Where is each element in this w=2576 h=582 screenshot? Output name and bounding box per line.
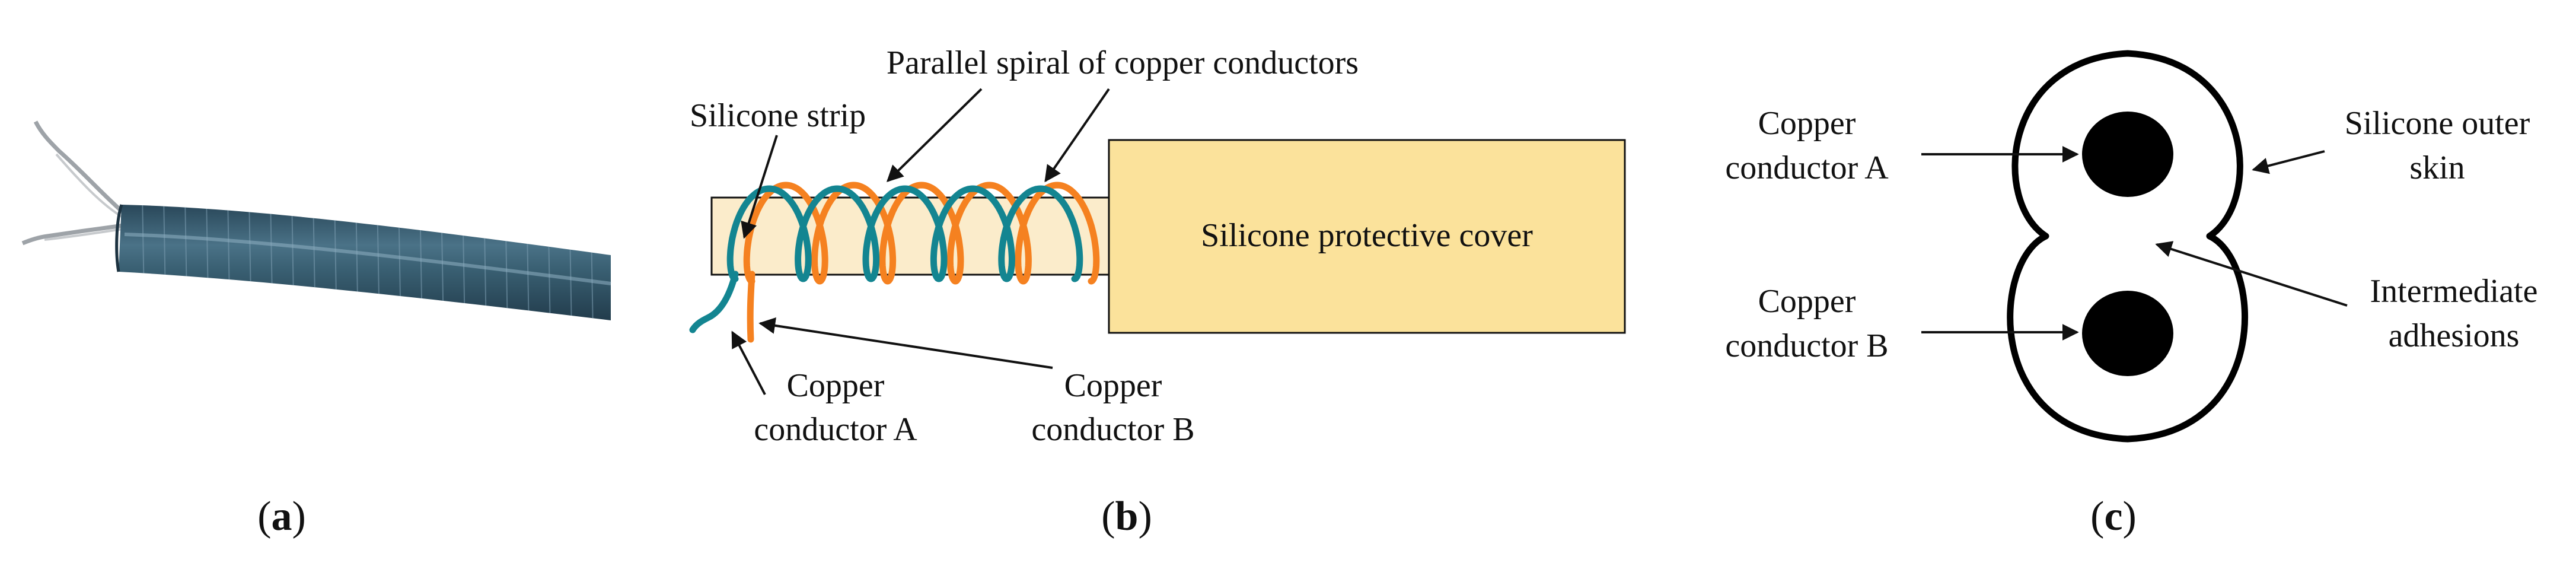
cable-highlight bbox=[124, 233, 611, 285]
label-silicone-outer-skin-line2: skin bbox=[2409, 150, 2465, 186]
label-b-conductor-b-line2: conductor B bbox=[1031, 411, 1194, 448]
wire-strand-lower bbox=[21, 223, 124, 246]
caption-a: (a) bbox=[257, 494, 306, 539]
arrow-spiral-2 bbox=[1044, 88, 1110, 183]
conductor-b-spiral-path bbox=[743, 182, 1100, 285]
cable-end-cap bbox=[115, 204, 123, 272]
panel-c: Copper conductor A Copper conductor B Si… bbox=[1725, 50, 2538, 539]
label-protective-cover: Silicone protective cover bbox=[1201, 217, 1533, 254]
label-b-conductor-a-line1: Copper bbox=[787, 367, 885, 404]
caption-b: (b) bbox=[1101, 494, 1152, 539]
label-intermediate-adhesions-line1: Intermediate bbox=[2370, 273, 2538, 310]
label-b-conductor-a-line2: conductor A bbox=[754, 411, 917, 448]
arrow-b-conductor-b bbox=[758, 317, 1053, 369]
label-b-conductor-b-line1: Copper bbox=[1064, 367, 1162, 404]
copper-conductor-a-dot bbox=[2082, 112, 2173, 197]
conductor-a-spiral-path bbox=[726, 185, 1083, 282]
copper-conductor-b-dot bbox=[2082, 291, 2173, 376]
wire-strand-upper-2 bbox=[55, 153, 125, 220]
label-silicone-outer-skin-line1: Silicone outer bbox=[2345, 105, 2530, 142]
label-parallel-spiral: Parallel spiral of copper conductors bbox=[887, 44, 1359, 81]
label-c-conductor-b-line2: conductor B bbox=[1725, 327, 1888, 364]
arrow-silicone-outer-skin bbox=[2252, 150, 2325, 174]
conductor-b-tail bbox=[747, 271, 755, 343]
cable-wrap-band bbox=[612, 196, 614, 332]
conductor-a-tail bbox=[689, 271, 739, 333]
label-silicone-strip: Silicone strip bbox=[690, 97, 866, 134]
panel-a: (a) bbox=[21, 120, 614, 539]
silicone-protective-cover bbox=[1108, 139, 1626, 334]
label-c-conductor-a-line1: Copper bbox=[1758, 105, 1856, 142]
label-c-conductor-a-line2: conductor A bbox=[1725, 150, 1889, 186]
wire-strand-upper bbox=[33, 120, 126, 215]
conductor-b-spiral bbox=[743, 182, 1100, 285]
label-c-conductor-b-line1: Copper bbox=[1758, 283, 1856, 320]
wire-strand-lower-2 bbox=[44, 228, 124, 241]
conductor-a-spiral bbox=[726, 185, 1083, 282]
arrow-spiral-1 bbox=[887, 88, 983, 182]
cable-photo bbox=[21, 120, 614, 332]
caption-c: (c) bbox=[2090, 494, 2137, 539]
panel-b: Silicone protective cover Parallel spira… bbox=[689, 44, 1626, 539]
arrow-intermediate-adhesions bbox=[2155, 241, 2348, 307]
arrow-b-conductor-a bbox=[731, 330, 766, 395]
label-intermediate-adhesions-line2: adhesions bbox=[2389, 317, 2520, 354]
cable-body bbox=[119, 205, 611, 320]
arrow-silicone-strip bbox=[741, 135, 778, 239]
silicone-strip bbox=[710, 196, 1110, 276]
silicone-outer-skin bbox=[2007, 50, 2248, 443]
